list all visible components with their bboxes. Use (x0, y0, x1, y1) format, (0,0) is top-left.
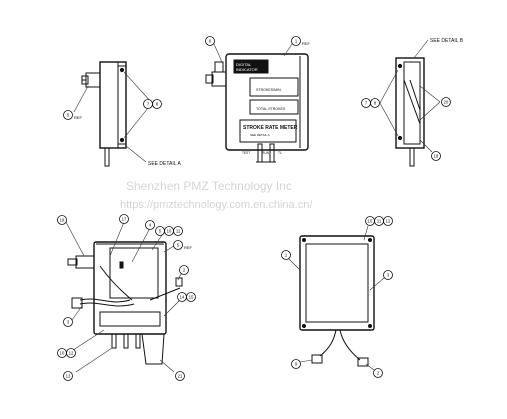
callout-9: 9 (291, 359, 301, 369)
callout-5-ref-bl: 5 (173, 240, 183, 250)
ref-label-left: REF (74, 115, 83, 120)
meter-subtitle: SEE DETAIL A (250, 133, 270, 137)
svg-text:2: 2 (183, 268, 186, 273)
svg-text:12: 12 (69, 351, 74, 356)
ref-label-top: REF (302, 41, 311, 46)
svg-text:4: 4 (149, 223, 152, 228)
rear-panel-view (287, 225, 385, 371)
svg-text:5: 5 (177, 243, 180, 248)
callout-2-br: 2 (373, 368, 383, 378)
callout-3-br: 3 (383, 270, 393, 280)
svg-text:8: 8 (374, 101, 377, 106)
callout-10-bl: 10 (57, 348, 67, 358)
svg-text:2: 2 (377, 371, 380, 376)
callout-1-br: 1 (281, 250, 291, 260)
callout-21: 21 (175, 371, 185, 381)
switch-run-label: RUN (262, 151, 270, 155)
side-view-right (379, 39, 441, 167)
field-units: STROKES/MIN. (256, 88, 282, 92)
front-line1: DIGITAL (236, 62, 252, 67)
callout-5-ref-left: 5 (63, 110, 73, 120)
watermark-line2: https://pmztechnology.com.en.china.cn/ (120, 199, 313, 211)
field-total: TOTAL STROKES (256, 107, 286, 111)
svg-text:9: 9 (295, 362, 298, 367)
svg-text:17: 17 (122, 217, 127, 222)
svg-text:19: 19 (60, 218, 65, 223)
front-view-meter (205, 43, 309, 163)
callout-12-br: 12 (383, 216, 393, 226)
watermark-line1: Shenzhen PMZ Technology Inc (126, 179, 292, 193)
callout-1-ref: 1 (291, 36, 301, 46)
ref-label-bl: REF (184, 245, 193, 250)
svg-text:6: 6 (209, 39, 212, 44)
switch-test-label: TEST (242, 151, 250, 155)
callout-18: 18 (431, 151, 441, 161)
callout-12-bl: 12 (66, 348, 76, 358)
svg-text:11: 11 (377, 219, 382, 224)
callout-8-right: 8 (370, 98, 380, 108)
callout-11: 11 (173, 226, 183, 236)
svg-text:12: 12 (386, 219, 391, 224)
callout-16: 16 (164, 226, 174, 236)
callout-3-bl: 3 (63, 317, 73, 327)
callout-14: 14 (177, 292, 187, 302)
callout-13: 13 (63, 371, 73, 381)
svg-text:13: 13 (66, 374, 71, 379)
svg-text:3: 3 (67, 320, 70, 325)
callout-4: 4 (145, 220, 155, 230)
see-detail-b-label: SEE DETAIL B (430, 38, 464, 44)
callout-6-top: 6 (205, 36, 215, 46)
svg-text:11: 11 (176, 229, 181, 234)
svg-text:18: 18 (434, 154, 439, 159)
callout-2-bl: 2 (179, 265, 189, 275)
svg-text:21: 21 (178, 374, 183, 379)
svg-text:10: 10 (60, 351, 65, 356)
callout-10-br: 10 (365, 216, 375, 226)
svg-text:10: 10 (368, 219, 373, 224)
meter-title: STROKE RATE METER (243, 125, 298, 131)
svg-text:7: 7 (365, 101, 368, 106)
svg-text:14: 14 (180, 295, 185, 300)
svg-text:8: 8 (156, 102, 159, 107)
svg-text:16: 16 (167, 229, 172, 234)
see-detail-a-label: SEE DETAIL A (148, 161, 181, 167)
svg-text:5: 5 (67, 113, 70, 118)
side-view-left (73, 61, 153, 167)
callout-20: 20 (441, 97, 451, 107)
callout-15: 15 (186, 292, 196, 302)
svg-text:3: 3 (387, 273, 390, 278)
svg-text:1: 1 (285, 253, 288, 258)
svg-text:20: 20 (444, 100, 449, 105)
callout-7-left: 7 (143, 99, 153, 109)
open-box-view (65, 221, 183, 373)
front-line2: INDICATOR (236, 67, 258, 72)
svg-text:15: 15 (189, 295, 194, 300)
callout-17: 17 (119, 214, 129, 224)
callout-5: 5 (155, 226, 165, 236)
switch-sym-label: TL (278, 151, 282, 155)
svg-text:7: 7 (147, 102, 150, 107)
svg-text:5: 5 (159, 229, 162, 234)
callout-11-br: 11 (374, 216, 384, 226)
callout-19: 19 (57, 215, 67, 225)
callout-8-left: 8 (152, 99, 162, 109)
callout-7-right: 7 (361, 98, 371, 108)
svg-text:1: 1 (295, 39, 298, 44)
